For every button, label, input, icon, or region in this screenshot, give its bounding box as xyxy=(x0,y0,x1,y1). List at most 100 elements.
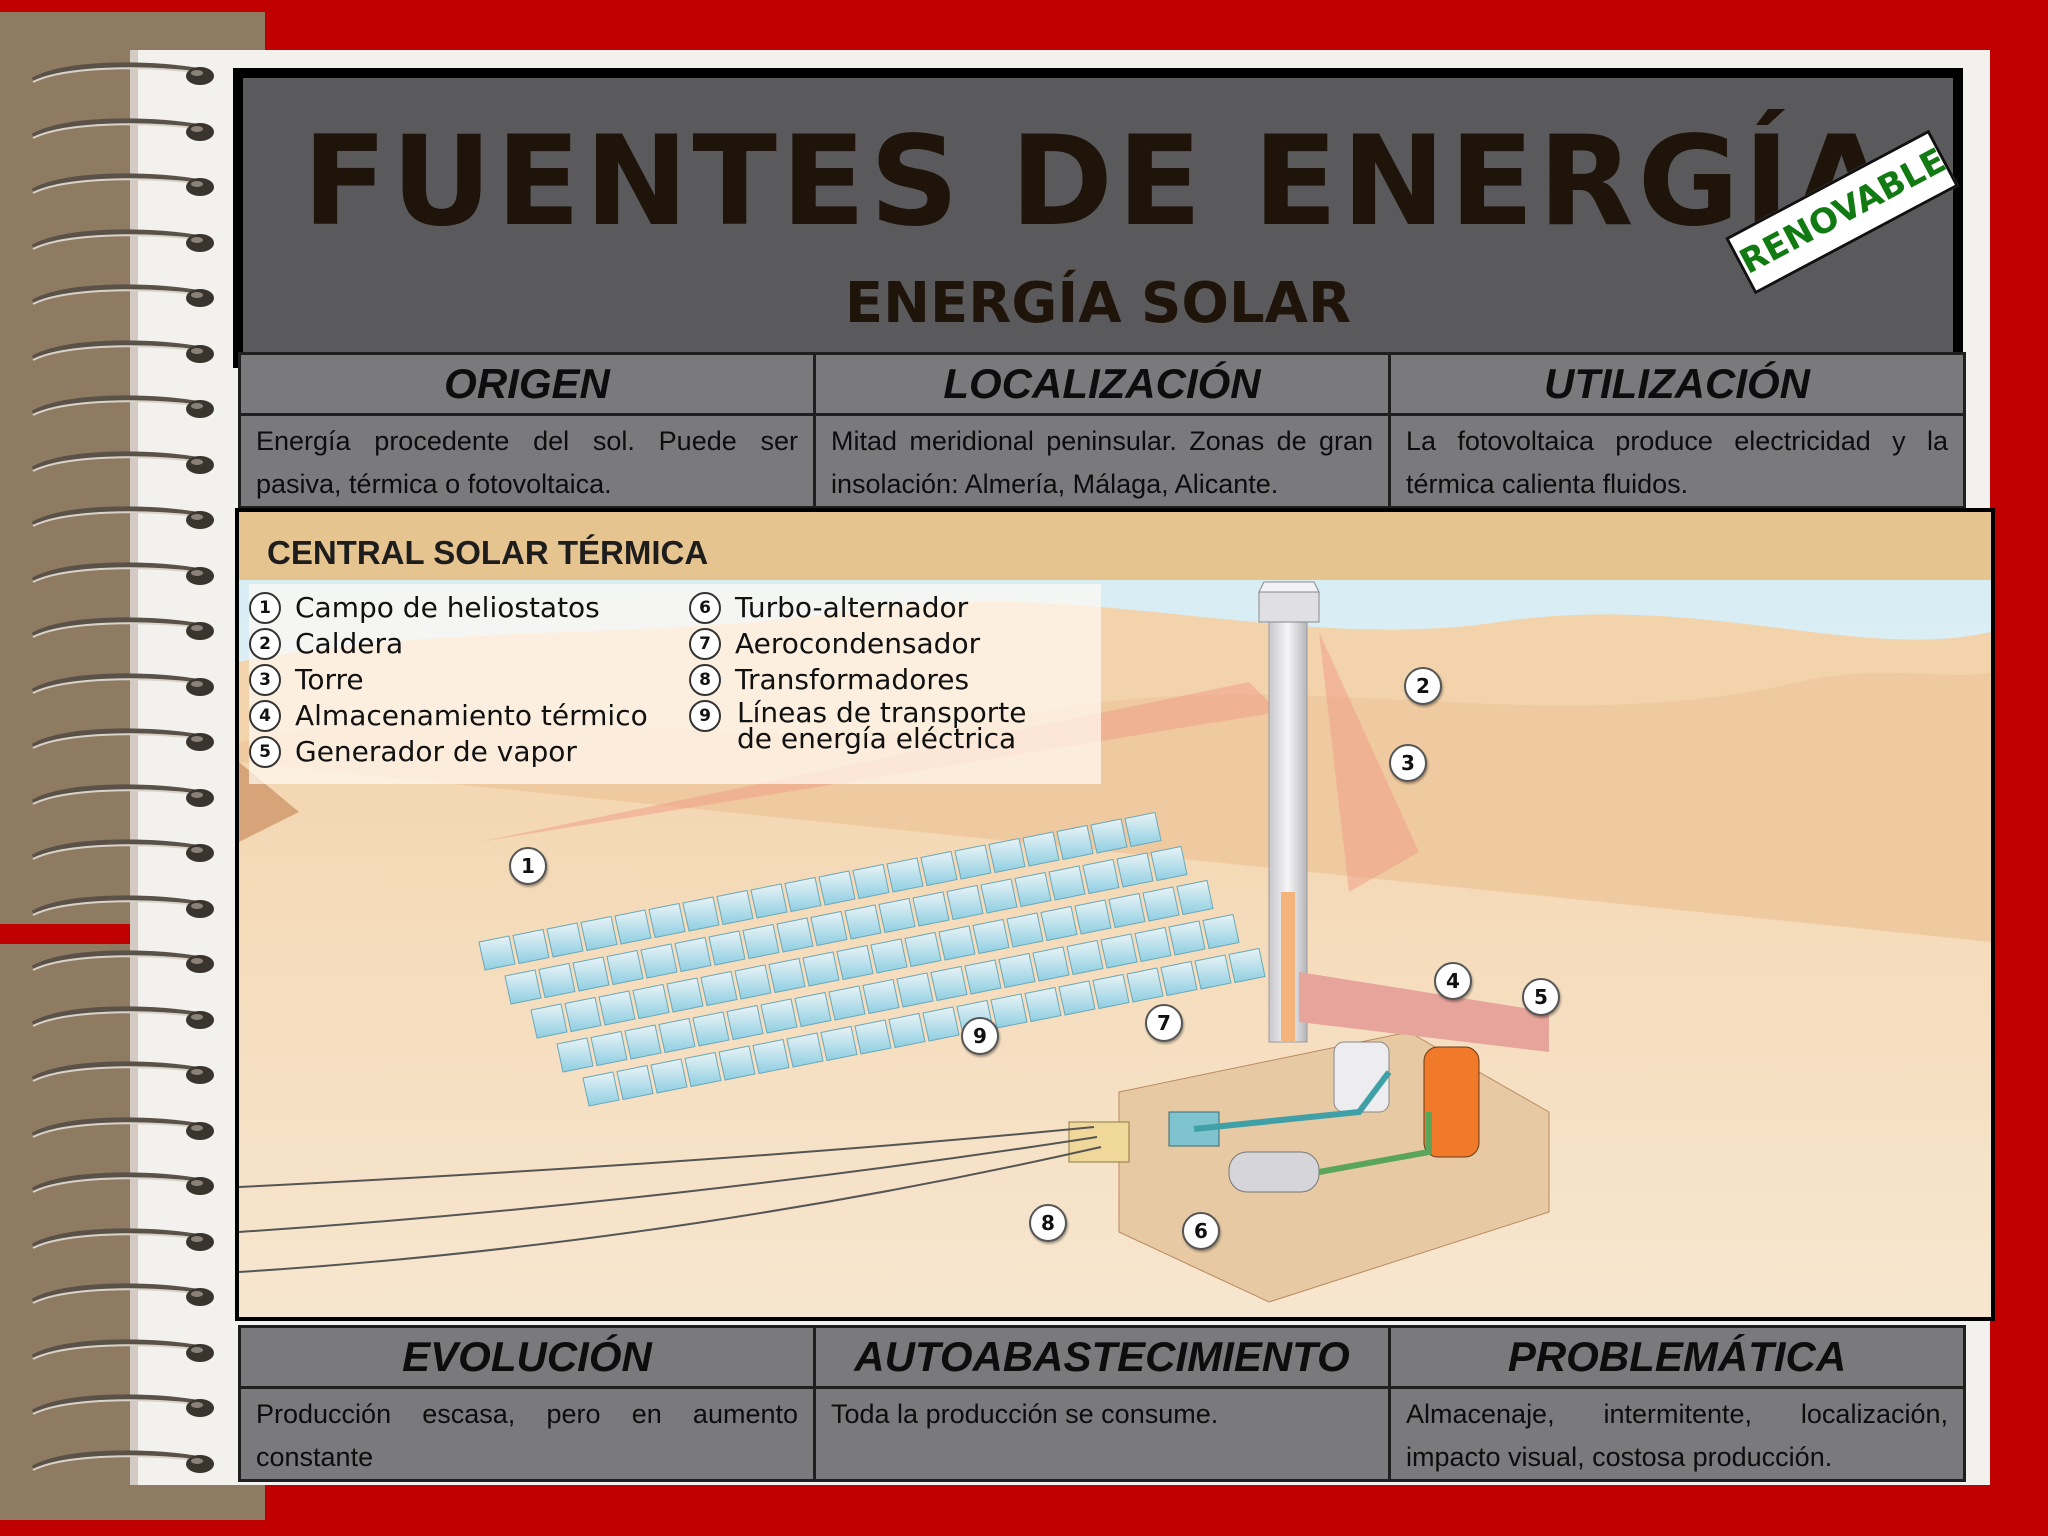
heliostat-panel xyxy=(768,957,806,994)
heliostat-panel xyxy=(666,977,704,1013)
heliostat-panel xyxy=(538,962,576,999)
heliostat-panel xyxy=(658,1017,696,1054)
heliostat-panel xyxy=(776,917,814,953)
heliostat-panel xyxy=(590,1030,628,1067)
heliostat-panel xyxy=(682,896,720,932)
legend-label: Almacenamiento térmico xyxy=(295,699,648,732)
callout-2: 2 xyxy=(1404,667,1442,705)
heliostat-panel xyxy=(1134,926,1172,963)
spiral-ring xyxy=(25,449,215,479)
spiral-ring xyxy=(25,504,215,534)
spiral-ring xyxy=(25,1004,215,1034)
spiral-ring xyxy=(25,782,215,812)
heliostat-panel xyxy=(546,922,584,958)
spiral-ring xyxy=(25,116,215,146)
callout-7: 7 xyxy=(1145,1004,1183,1042)
heliostat-panel xyxy=(760,998,798,1034)
heliostat-panel xyxy=(614,909,652,945)
heliostat-panel xyxy=(784,876,822,913)
legend-item: 3 Torre xyxy=(249,664,364,696)
power-line-3 xyxy=(239,1146,1102,1273)
building-roof xyxy=(1299,972,1549,1052)
heliostat-panel xyxy=(504,969,542,1005)
heliostat-panel xyxy=(802,951,840,987)
heliostat-panel xyxy=(632,983,670,1020)
heliostat-panel xyxy=(1048,865,1086,901)
problematica-text: Almacenaje, intermitente, localización, … xyxy=(1388,1386,1966,1482)
spiral-ring xyxy=(25,1226,215,1256)
spiral-ring xyxy=(25,393,215,423)
heliostat-panel xyxy=(1160,960,1198,997)
steam-generator xyxy=(1423,1046,1480,1158)
heliostat-panel xyxy=(1108,892,1146,929)
legend-number: 3 xyxy=(249,664,281,696)
tower-top-cap xyxy=(1258,581,1320,593)
ground-plain xyxy=(239,762,1991,1317)
legend-number: 2 xyxy=(249,628,281,660)
heliostat-panel xyxy=(1168,920,1206,956)
heliostat-panel xyxy=(606,949,644,986)
evolucion-text: Producción escasa, pero en aumento const… xyxy=(238,1386,816,1482)
spiral-ring xyxy=(25,726,215,756)
legend-number: 8 xyxy=(689,664,721,696)
heliostat-panel xyxy=(1194,954,1232,990)
diagram-title: CENTRAL SOLAR TÉRMICA xyxy=(267,534,709,571)
heliostat-panel xyxy=(854,1019,892,1055)
heliostat-panel xyxy=(716,889,754,926)
spiral-ring xyxy=(25,1170,215,1200)
heliostat-panel xyxy=(990,993,1028,1029)
callout-5: 5 xyxy=(1522,978,1560,1016)
heliostat-panel xyxy=(742,923,780,960)
utilizacion-heading: UTILIZACIÓN xyxy=(1388,352,1966,416)
evolucion-heading: EVOLUCIÓN xyxy=(238,1325,816,1389)
heliostat-panel xyxy=(1126,967,1164,1003)
legend-label: Caldera xyxy=(295,627,404,660)
spiral-ring xyxy=(25,338,215,368)
heliostat-panel xyxy=(530,1003,568,1039)
spiral-ring xyxy=(25,560,215,590)
spiral-ring xyxy=(25,893,215,923)
green-pipe xyxy=(1318,1112,1432,1175)
heliostat-panel xyxy=(734,964,772,1000)
callout-9: 9 xyxy=(961,1017,999,1055)
heliostat-panel xyxy=(648,902,686,939)
spiral-ring xyxy=(25,671,215,701)
heliostat-panel xyxy=(786,1032,824,1068)
heliostat-panel xyxy=(1066,939,1104,976)
heliostat-panel xyxy=(580,915,618,952)
heliostat-panel xyxy=(828,985,866,1021)
page-title: FUENTES DE ENERGÍA xyxy=(302,110,1894,254)
heliostat-panel xyxy=(930,965,968,1002)
heliostat-panel xyxy=(836,944,874,981)
bottom-info-table: EVOLUCIÓN AUTOABASTECIMIENTO PROBLEMÁTIC… xyxy=(238,1325,1966,1482)
heliostat-panel xyxy=(954,844,992,880)
legend-number: 9 xyxy=(689,700,721,732)
heliostat-panel xyxy=(650,1058,688,1094)
heliostat-panel xyxy=(1100,933,1138,969)
heliostat-panel xyxy=(818,870,856,906)
heliostat-panel xyxy=(1014,871,1052,908)
heliostat-panel xyxy=(1150,845,1188,882)
heliostat-panel xyxy=(1006,912,1044,948)
heliostat-panel xyxy=(512,928,550,965)
heliostat-panel xyxy=(946,884,984,921)
spiral-ring xyxy=(25,1392,215,1422)
heliostat-panel xyxy=(904,931,942,968)
heliostat-panel xyxy=(896,972,934,1008)
autoabastecimiento-text: Toda la producción se consume. xyxy=(813,1386,1391,1482)
localizacion-heading: LOCALIZACIÓN xyxy=(813,352,1391,416)
problematica-heading: PROBLEMÁTICA xyxy=(1388,1325,1966,1389)
heliostat-field xyxy=(478,811,1266,1107)
heliostat-panel xyxy=(920,850,958,887)
heliostat-panel xyxy=(1040,905,1078,942)
spiral-ring xyxy=(25,1115,215,1145)
heliostat-panel xyxy=(1142,886,1180,922)
spiral-ring xyxy=(25,948,215,978)
heliostat-panel xyxy=(844,904,882,940)
legend-label: Torre xyxy=(295,663,364,696)
